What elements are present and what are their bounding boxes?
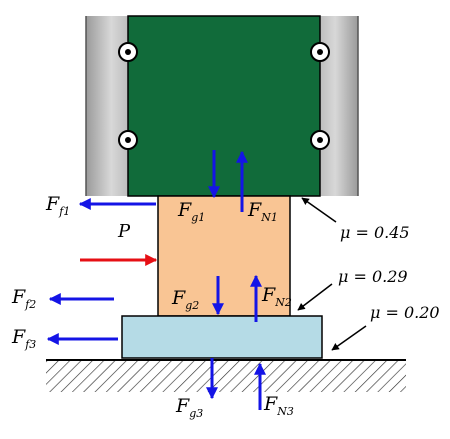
left-clamp-plate (85, 16, 128, 196)
friction-label-mu3: μ = 0.20 (370, 303, 440, 322)
label-fg2: Fg2 (171, 287, 199, 312)
right-clamp-plate (320, 16, 359, 196)
mu1-pointer (301, 197, 337, 223)
mu3-pointer (331, 325, 367, 351)
label-ff2: Ff2 (11, 286, 36, 311)
label-fn3: FN3 (263, 393, 294, 418)
label-push: P (117, 221, 131, 242)
bolt-icon (118, 130, 138, 150)
top-block (127, 15, 321, 197)
label-fn2: FN2 (261, 284, 292, 309)
bolt-icon (310, 42, 330, 62)
friction-label-mu1: μ = 0.45 (340, 223, 410, 242)
middle-block (157, 195, 291, 317)
label-fn1: FN1 (247, 199, 278, 224)
bolt-icon (118, 42, 138, 62)
label-ff3: Ff3 (11, 326, 36, 351)
bolt-icon (310, 130, 330, 150)
label-ff1: Ff1 (45, 193, 70, 218)
bottom-block (121, 315, 323, 359)
mu2-pointer (297, 283, 333, 311)
ground (46, 359, 406, 392)
label-fg1: Fg1 (177, 199, 205, 224)
label-fg3: Fg3 (175, 395, 203, 420)
friction-label-mu2: μ = 0.29 (338, 267, 408, 286)
